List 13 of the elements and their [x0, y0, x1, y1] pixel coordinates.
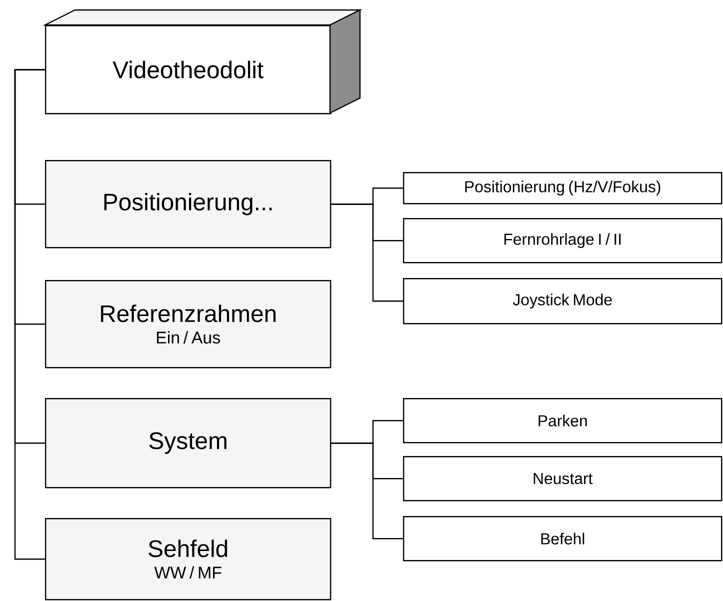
connector-line — [331, 442, 403, 540]
menu-item-box: Befehl — [403, 516, 722, 562]
connector-line — [331, 204, 403, 302]
process-box: System — [45, 398, 332, 488]
connector-line — [14, 69, 45, 560]
menu-item-box: Joystick Mode — [403, 278, 722, 324]
process-box: Referenzrahmen Ein / Aus — [45, 280, 332, 368]
menu-item-box: Parken — [403, 398, 722, 444]
process-box: Positionierung... — [45, 160, 332, 248]
process-box: Sehfeld WW / MF — [45, 518, 332, 600]
menu-item-box: Neustart — [403, 456, 722, 502]
menu-item-box: Fernrohrlage I / II — [403, 218, 722, 264]
menu-item-box: Positionierung (Hz/V/Fokus) — [403, 172, 722, 204]
